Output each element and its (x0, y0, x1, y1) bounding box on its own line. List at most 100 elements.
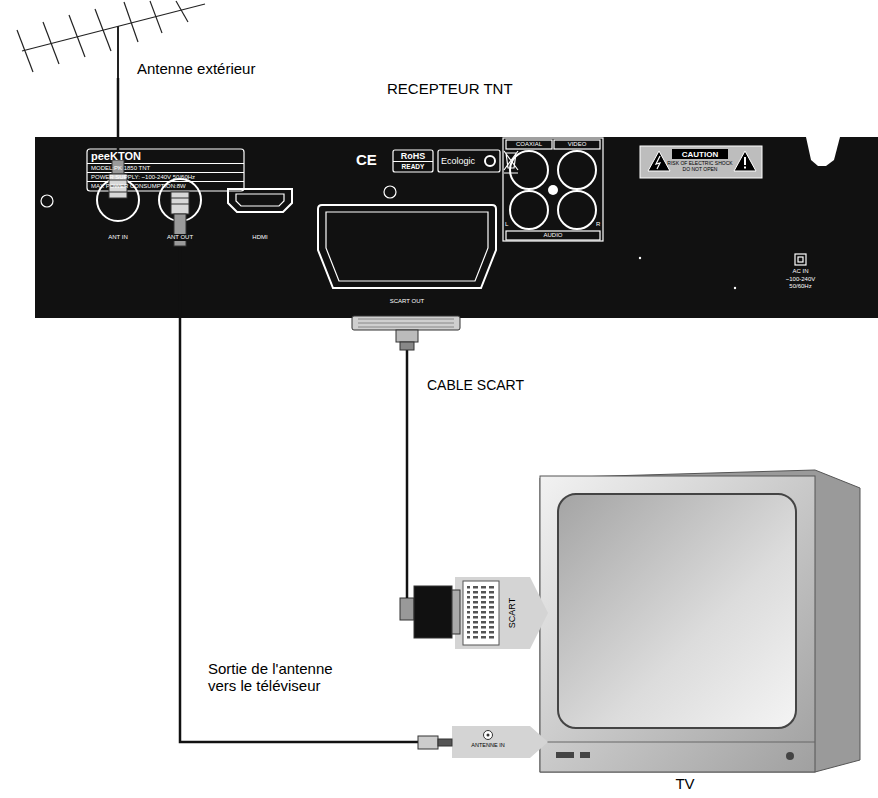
node-text: ANTENNE IN (471, 742, 504, 748)
scart-plug (414, 586, 452, 638)
tv-body (540, 470, 860, 772)
scart-pins (467, 585, 495, 641)
plug-rib (171, 198, 189, 199)
panel-label: COAXIAL (516, 141, 542, 148)
exclamation-symbol (744, 167, 746, 169)
node-text: SCART OUT (389, 298, 425, 305)
tv-button (556, 752, 574, 758)
tv-drawing (540, 470, 860, 772)
plug-rib (171, 204, 189, 205)
coaxial-jack (510, 151, 548, 189)
panel-label: ~100-240V 50/60Hz (778, 276, 824, 290)
ecologic-symbol (485, 156, 495, 166)
audio-r-jack (558, 191, 596, 229)
scart-plug (400, 342, 414, 350)
coax-plug (418, 736, 438, 749)
antenna-node: Antenne extérieur (15, 0, 335, 78)
ac-in-symbol (798, 257, 803, 262)
panel-label: READY (402, 163, 425, 170)
warning-triangle (734, 151, 756, 171)
ecologic-box (438, 150, 500, 172)
panel-label: L (505, 221, 508, 228)
video-band (554, 140, 600, 149)
screw-hole (41, 195, 53, 207)
coax-plug (438, 739, 452, 746)
panel-dot (639, 257, 641, 259)
plug-rib (109, 180, 127, 181)
panel-label: MODEL:PK 1850 TNT (91, 165, 150, 172)
panel-label: RISK OF ELECTRIC SHOCK DO NOT OPEN (664, 161, 736, 173)
coax-plug (171, 192, 189, 214)
cable-stub (406, 577, 409, 598)
node-text: Antenne extérieur (137, 60, 255, 77)
scart-input-socket (463, 581, 499, 645)
tv-screen (558, 494, 796, 728)
coax-symbol (484, 731, 493, 740)
antenna-element (43, 22, 59, 64)
coax-plug (174, 214, 186, 246)
antenna-element (150, 1, 162, 33)
cable (406, 313, 409, 577)
panel-label: peeKTON (91, 150, 141, 163)
node-text: SCART (507, 598, 517, 628)
panel-label: HDMI (252, 234, 267, 241)
receiver-panel (35, 137, 878, 318)
scart-out-socket (318, 205, 496, 288)
panel-markings (41, 138, 806, 288)
av-block (503, 138, 603, 241)
coaxial-band (506, 140, 552, 149)
tv-socket-node: SCART (395, 577, 548, 650)
socket-node: SCART OUT (318, 203, 496, 313)
exclamation-symbol (744, 157, 746, 165)
antenna-element (17, 30, 33, 72)
panel-notch (806, 137, 840, 166)
panel-label: CAUTION (682, 150, 718, 159)
caution-box (640, 146, 762, 178)
antenna-element (124, 2, 138, 42)
audio-l-jack (510, 191, 548, 229)
antenna-mast (117, 26, 119, 78)
antenna-element (176, 1, 188, 22)
caution-plate (640, 146, 762, 178)
panel-label: AC IN (792, 268, 808, 275)
screw-hole (384, 186, 396, 198)
scart-input-tag (455, 577, 548, 649)
tv-front (540, 476, 815, 772)
receiver-node: RECEPTEUR TNT ANT IN ANT OUT SCART OUT (35, 80, 878, 318)
node-text: ANT IN (107, 234, 129, 241)
coax-symbol (487, 734, 490, 737)
antenne-in-tag (452, 726, 548, 758)
caution-band (672, 149, 728, 159)
scart-plug (396, 330, 418, 342)
antenna-element (69, 15, 85, 57)
node-text: RECEPTEUR TNT (387, 80, 513, 97)
tv-button (580, 752, 590, 758)
edge-label: CABLE SCART (427, 377, 524, 393)
scart-plug (400, 598, 414, 620)
tv-panel-line (540, 742, 815, 743)
hdmi-socket-inner (236, 194, 284, 206)
ac-in-symbol (795, 254, 806, 265)
rohs-rule (393, 161, 433, 162)
panel-label: R (596, 221, 600, 228)
av-dot (548, 185, 558, 195)
node-text: ANT OUT (166, 234, 194, 241)
rohs-box (393, 150, 433, 172)
antenna-boom (22, 4, 205, 51)
panel-label: MAX POWER CONSUMPTION:8W (91, 183, 186, 190)
panel-label: AUDIO (543, 232, 562, 239)
panel-label: Ecologic (441, 156, 475, 166)
panel-label: POWER SUPPLY: ~100-240V 50/60Hz (91, 174, 195, 181)
hdmi-socket (228, 189, 292, 212)
scart-plug (352, 316, 460, 330)
panel-label: VIDEO (568, 141, 587, 148)
scart-plug (452, 590, 460, 634)
panel-dot (734, 287, 736, 289)
scart-plug-ribs (358, 319, 454, 327)
logo-box (87, 149, 244, 191)
logo-rule (87, 172, 244, 173)
